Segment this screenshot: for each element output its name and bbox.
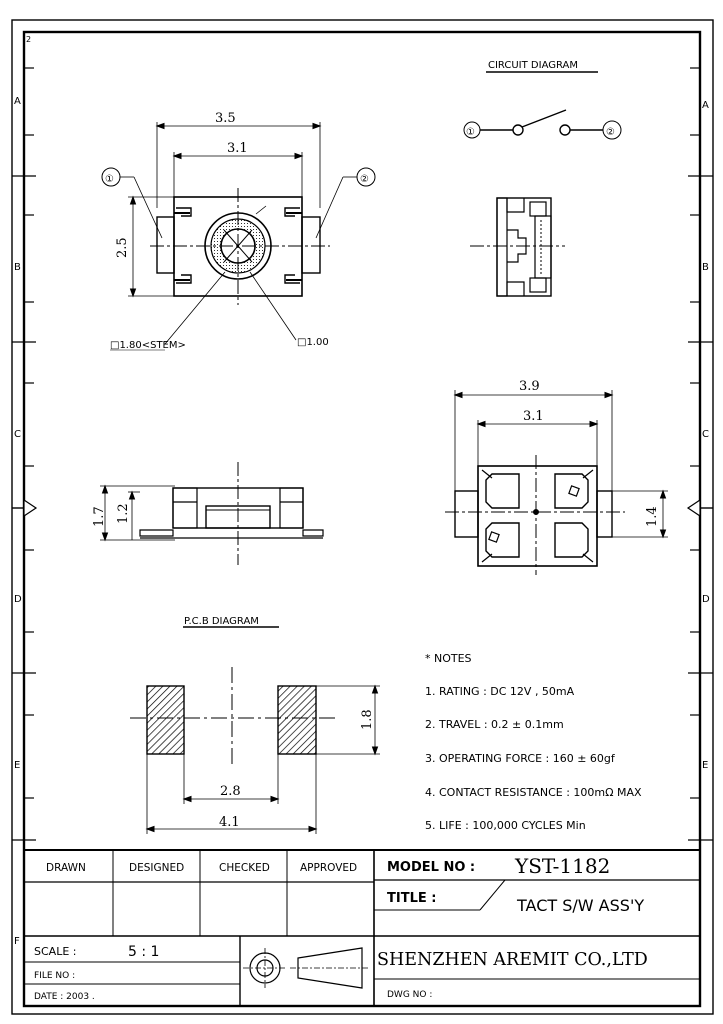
circuit-pin1-label: ① (466, 127, 475, 138)
notes-heading: * NOTES (425, 652, 472, 665)
dim-pcb-inner-gap: 2.8 (220, 784, 241, 799)
projection-symbol-cone (297, 947, 363, 989)
circuit-title: CIRCUIT DIAGRAM (488, 60, 578, 71)
dim-pcb-pad-height: 1.8 (360, 709, 375, 730)
header-checked: CHECKED (219, 862, 270, 874)
zone-letter-right-b: B (702, 262, 709, 273)
dim-top-width-inner: 3.1 (227, 141, 248, 156)
dim-top-width-outer: 3.5 (215, 111, 236, 126)
note-item: 1. RATING : DC 12V , 50mA (425, 685, 575, 698)
model-label: MODEL NO : (387, 860, 475, 875)
dim-side-total-height: 1.7 (92, 506, 107, 527)
centering-arrows (12, 498, 713, 518)
note-item: 4. CONTACT RESISTANCE : 100mΩ MAX (425, 786, 642, 799)
dim-pcb-outer-width: 4.1 (219, 815, 240, 830)
scale-label: SCALE : (34, 945, 76, 958)
zone-letter-left-e: E (14, 760, 20, 771)
dim-bottom-width-outer: 3.9 (519, 379, 540, 394)
zone-letter-left-f: F (14, 936, 20, 947)
switch-contact-left (512, 124, 524, 136)
header-designed: DESIGNED (129, 862, 184, 874)
bottom-view (445, 390, 668, 575)
zone-letter-left-d: D (14, 594, 22, 605)
callout-stem-size: □1.80<STEM> (110, 340, 186, 351)
pcb-pad-left (146, 685, 185, 755)
switch-contact-right (559, 124, 571, 136)
company-name: SHENZHEN AREMIT CO.,LTD (377, 950, 648, 970)
pcb-diagram (130, 626, 380, 834)
side-view-front (100, 462, 324, 565)
note-item: 3. OPERATING FORCE : 160 ± 60gf (425, 752, 616, 765)
circuit-pin2-label: ② (606, 127, 615, 138)
title-label: TITLE : (387, 891, 436, 906)
note-item: 5. LIFE : 100,000 CYCLES Min (425, 819, 586, 832)
title-block (24, 849, 700, 1006)
zone-letter-right-e: E (702, 760, 708, 771)
notes-block: * NOTES 1. RATING : DC 12V , 50mA 2. TRA… (425, 652, 642, 832)
switch-lever (521, 109, 567, 128)
dim-bottom-height: 1.4 (645, 506, 660, 527)
model-value: YST-1182 (514, 854, 610, 878)
sheet-border (11, 19, 714, 1015)
corner-number: 2 (26, 35, 31, 44)
date-label: DATE : 2003 . (34, 992, 95, 1002)
dim-side-body-height: 1.2 (116, 503, 131, 524)
top-view (101, 122, 376, 345)
title-value: TACT S/W ASS'Y (516, 896, 644, 915)
header-drawn: DRAWN (46, 862, 86, 874)
pcb-pad-right (277, 685, 317, 755)
zone-letter-right-c: C (702, 429, 709, 440)
file-no-label: FILE NO : (34, 971, 75, 981)
header-approved: APPROVED (300, 862, 357, 874)
side-view-right (470, 197, 565, 297)
zone-letter-left-b: B (14, 262, 21, 273)
zone-letter-left-a: A (14, 96, 21, 107)
top-pin1-label: ① (105, 174, 114, 185)
zone-letter-right-a: A (702, 100, 709, 111)
scale-value: 5 : 1 (128, 944, 159, 960)
callout-body-size: □1.00 (297, 337, 329, 348)
zone-letter-left-c: C (14, 429, 21, 440)
dim-bottom-width-inner: 3.1 (523, 409, 544, 424)
dim-top-height: 2.5 (115, 237, 130, 258)
pcb-title: P.C.B DIAGRAM (184, 616, 259, 627)
dwg-no-label: DWG NO : (387, 990, 432, 1000)
circuit-diagram: CIRCUIT DIAGRAM ① ② (463, 60, 622, 140)
zone-letter-right-d: D (702, 594, 710, 605)
top-pin2-label: ② (360, 174, 369, 185)
note-item: 2. TRAVEL : 0.2 ± 0.1mm (425, 718, 564, 731)
